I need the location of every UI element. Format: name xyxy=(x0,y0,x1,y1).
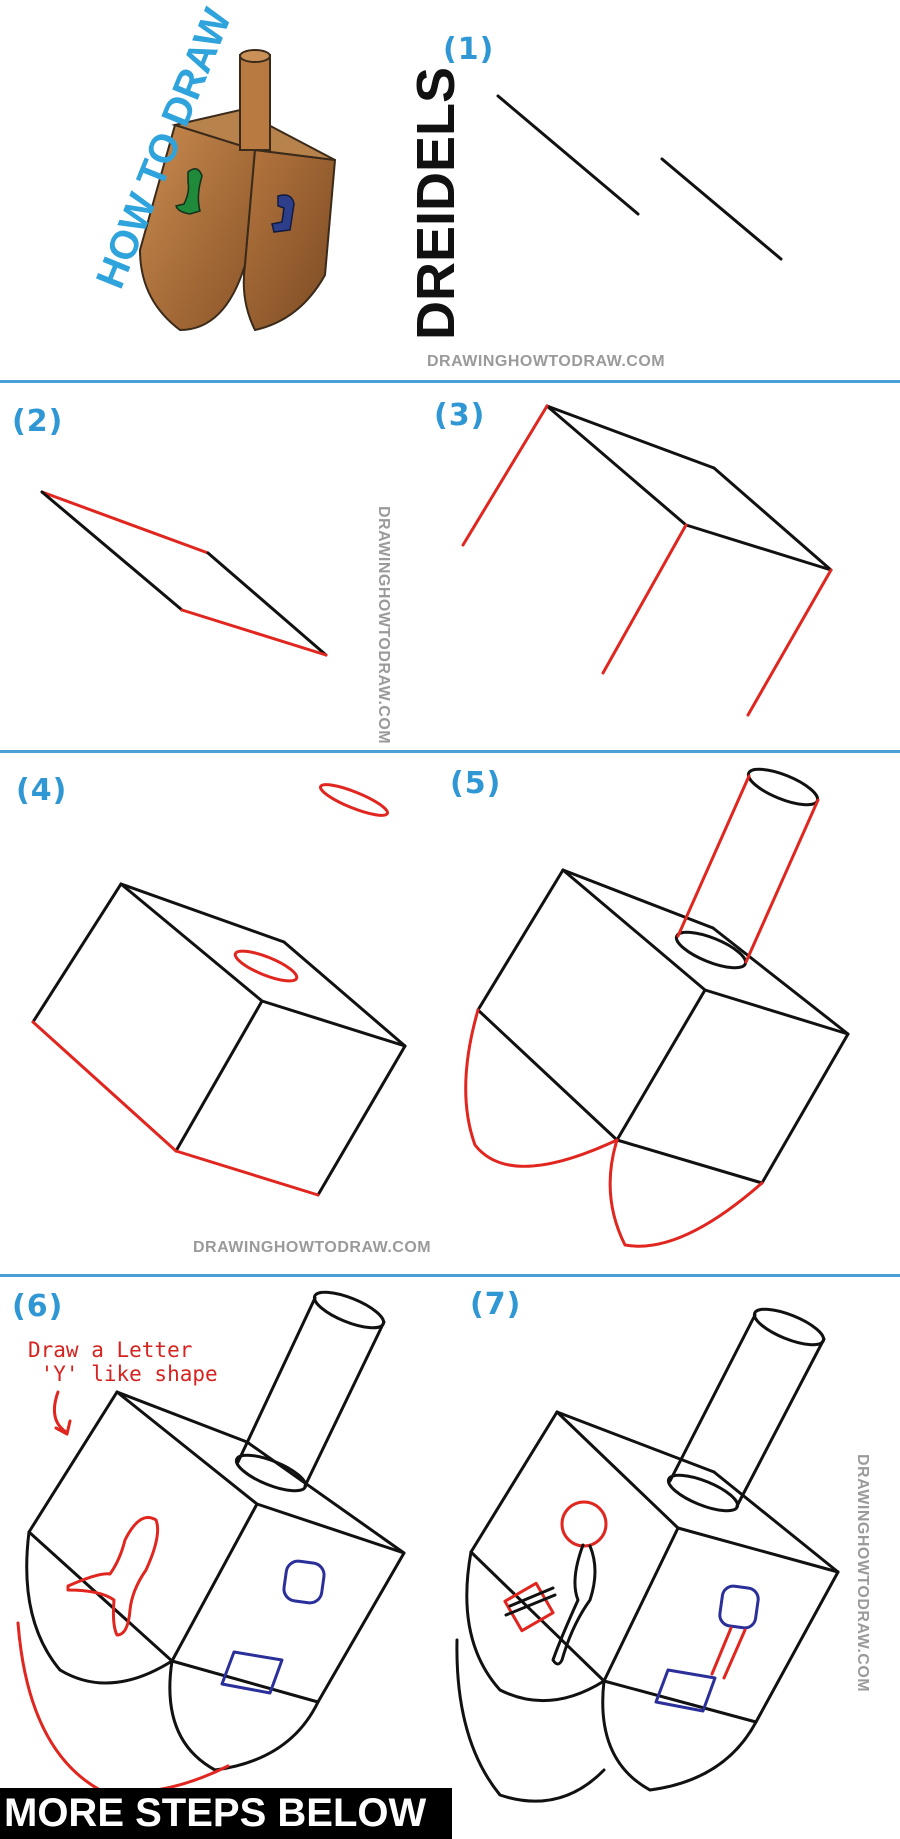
step-2-3-drawing xyxy=(40,404,833,717)
step-5-label: (5) xyxy=(450,766,502,801)
dreidel-illustration xyxy=(138,49,337,332)
step-4-5-drawing xyxy=(31,767,850,1248)
more-steps-banner: MORE STEPS BELOW xyxy=(0,1788,452,1839)
step-1-drawing xyxy=(496,94,783,261)
watermark-1: DRAWINGHOWTODRAW.COM xyxy=(427,353,666,370)
step-4-label: (4) xyxy=(16,773,68,808)
step-7-label: (7) xyxy=(470,1287,522,1322)
watermark-4: DRAWINGHOWTODRAW.COM xyxy=(854,1454,871,1693)
step-2-label: (2) xyxy=(12,404,64,439)
watermark-3: DRAWINGHOWTODRAW.COM xyxy=(193,1239,432,1256)
step-3-label: (3) xyxy=(434,398,486,433)
step-1-label: (1) xyxy=(443,32,495,67)
step-6-label: (6) xyxy=(12,1289,64,1324)
divider-3 xyxy=(0,1274,900,1277)
step-6-instruction: Draw a Letter 'Y' like shape xyxy=(28,1338,218,1386)
divider-1 xyxy=(0,380,900,383)
divider-2 xyxy=(0,750,900,753)
